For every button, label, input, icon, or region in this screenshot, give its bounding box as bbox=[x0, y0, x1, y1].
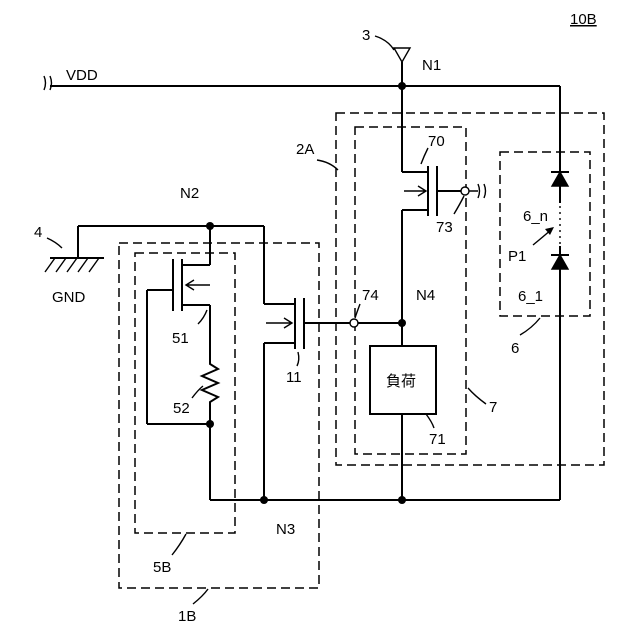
node-74-label: 74 bbox=[362, 287, 379, 304]
n2-label: N2 bbox=[180, 185, 199, 202]
n1-label: N1 bbox=[422, 57, 441, 74]
terminal-3-symbol bbox=[394, 48, 410, 62]
figure-id-label: 10B bbox=[570, 11, 597, 28]
node-73-label: 73 bbox=[436, 219, 453, 236]
node-load-bottom-dot bbox=[398, 496, 406, 504]
block-6-leader bbox=[520, 318, 540, 335]
node-n3-dot bbox=[260, 496, 268, 504]
node-n1-dot bbox=[398, 82, 406, 90]
block-1b-leader bbox=[193, 589, 208, 604]
diode-6n-label: 6_n bbox=[523, 208, 548, 225]
load-71-label: 71 bbox=[429, 431, 446, 448]
load-71-leader bbox=[426, 414, 434, 428]
node-n4-dot bbox=[398, 319, 406, 327]
block-5b-label: 5B bbox=[153, 559, 171, 576]
block-7-leader bbox=[468, 388, 486, 404]
gnd-hatch bbox=[45, 258, 99, 272]
node-74-terminal bbox=[350, 319, 358, 327]
block-7-label: 7 bbox=[489, 399, 497, 416]
block-5b-boundary bbox=[135, 253, 235, 533]
load-71-text: 負荷 bbox=[386, 373, 416, 390]
terminal-4-label: 4 bbox=[34, 224, 42, 241]
block-2a-leader bbox=[317, 160, 338, 170]
terminal-4-leader bbox=[47, 238, 62, 248]
diode-6n-symbol bbox=[552, 172, 568, 186]
node-73-terminal bbox=[461, 187, 469, 195]
t11-label: 11 bbox=[286, 369, 302, 386]
t51-leader bbox=[198, 310, 207, 324]
block-6-label: 6 bbox=[511, 340, 519, 357]
n4-label: N4 bbox=[416, 287, 435, 304]
terminal-3-label: 3 bbox=[362, 27, 370, 44]
t70-label: 70 bbox=[428, 133, 445, 150]
t11-arrow bbox=[266, 318, 292, 328]
diode-61-label: 6_1 bbox=[518, 288, 543, 305]
terminal-3-leader bbox=[375, 36, 394, 50]
t70-leader bbox=[421, 148, 428, 164]
vdd-wire-break bbox=[44, 76, 52, 90]
vdd-label: VDD bbox=[66, 67, 98, 84]
res-52-label: 52 bbox=[173, 400, 190, 417]
node-73-leader bbox=[454, 196, 464, 214]
t11-leader bbox=[297, 352, 299, 366]
diode-61-symbol bbox=[552, 255, 568, 269]
resistor-52 bbox=[202, 358, 218, 424]
block-5b-leader bbox=[172, 534, 186, 555]
block-2a-label: 2A bbox=[296, 141, 314, 158]
n3-label: N3 bbox=[276, 521, 295, 538]
p1-label: P1 bbox=[508, 248, 526, 265]
block-1b-label: 1B bbox=[178, 608, 196, 625]
t51-label: 51 bbox=[172, 330, 189, 347]
resistor-52-leader bbox=[192, 386, 203, 398]
node-73-wire-break bbox=[469, 184, 486, 198]
t70-arrow bbox=[404, 186, 426, 196]
block-6-boundary bbox=[500, 152, 590, 316]
t51-arrow bbox=[186, 280, 210, 290]
gnd-label: GND bbox=[52, 289, 86, 306]
